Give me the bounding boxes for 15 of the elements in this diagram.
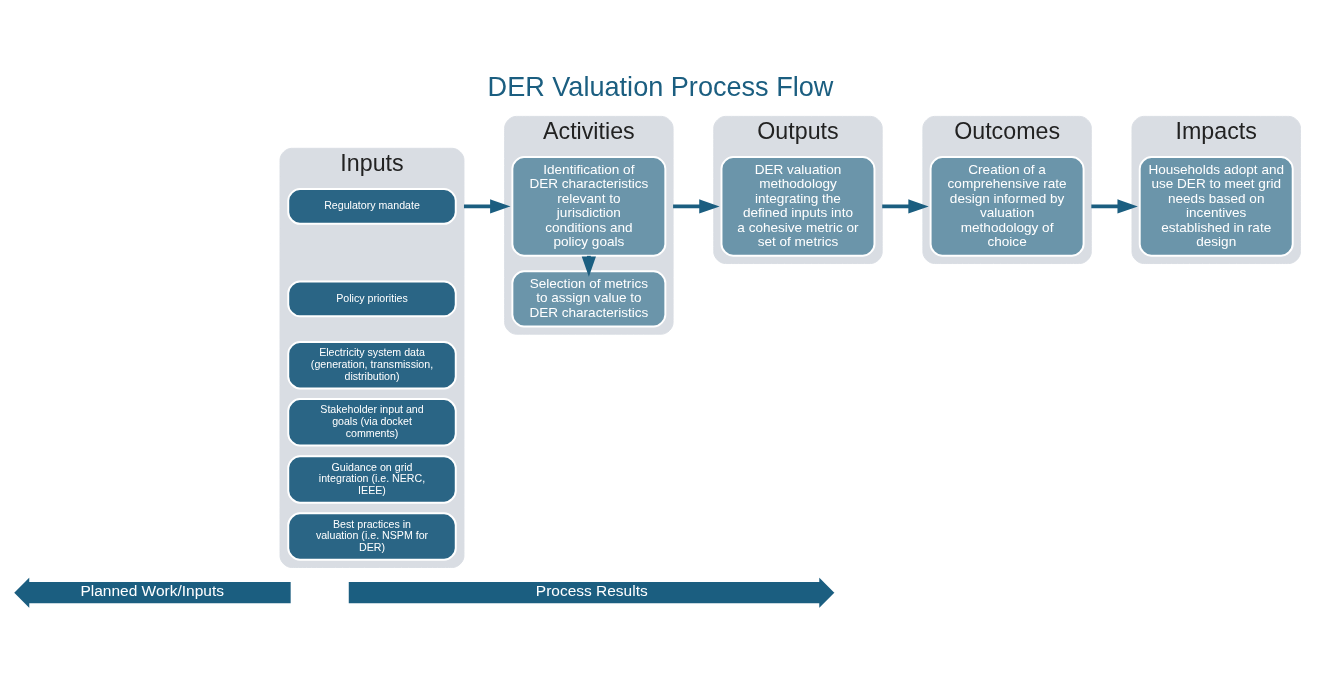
node-box: Regulatory mandate [287, 188, 457, 225]
node-box: Selection of metrics to assign value to DER characteristics [511, 270, 667, 328]
node-box: Creation of a comprehensive rate design informed by valuation methodology of choice [929, 156, 1085, 257]
node-box: Electricity system data (generation, transmission, distribution) [287, 340, 457, 390]
arrow [1091, 199, 1138, 214]
arrow [882, 199, 929, 214]
diagram-title: DER Valuation Process Flow [487, 71, 834, 103]
node-box: Guidance on grid integration (i.e. NERC, IEEE) [287, 455, 457, 504]
arrow [463, 199, 511, 214]
node-box: Policy priorities [287, 280, 457, 318]
node-box: Best practices in valuation (i.e. NSPM for DER) [287, 512, 457, 561]
node-box: DER valuation methodology integrating the defined inputs into a cohesive metric or set of metrics [720, 156, 876, 257]
node-box: Households adopt and use DER to meet grid needs based on incentives established in rate design [1138, 156, 1294, 257]
arrow [673, 199, 720, 214]
node-box: Stakeholder input and goals (via docket comments) [287, 398, 457, 447]
